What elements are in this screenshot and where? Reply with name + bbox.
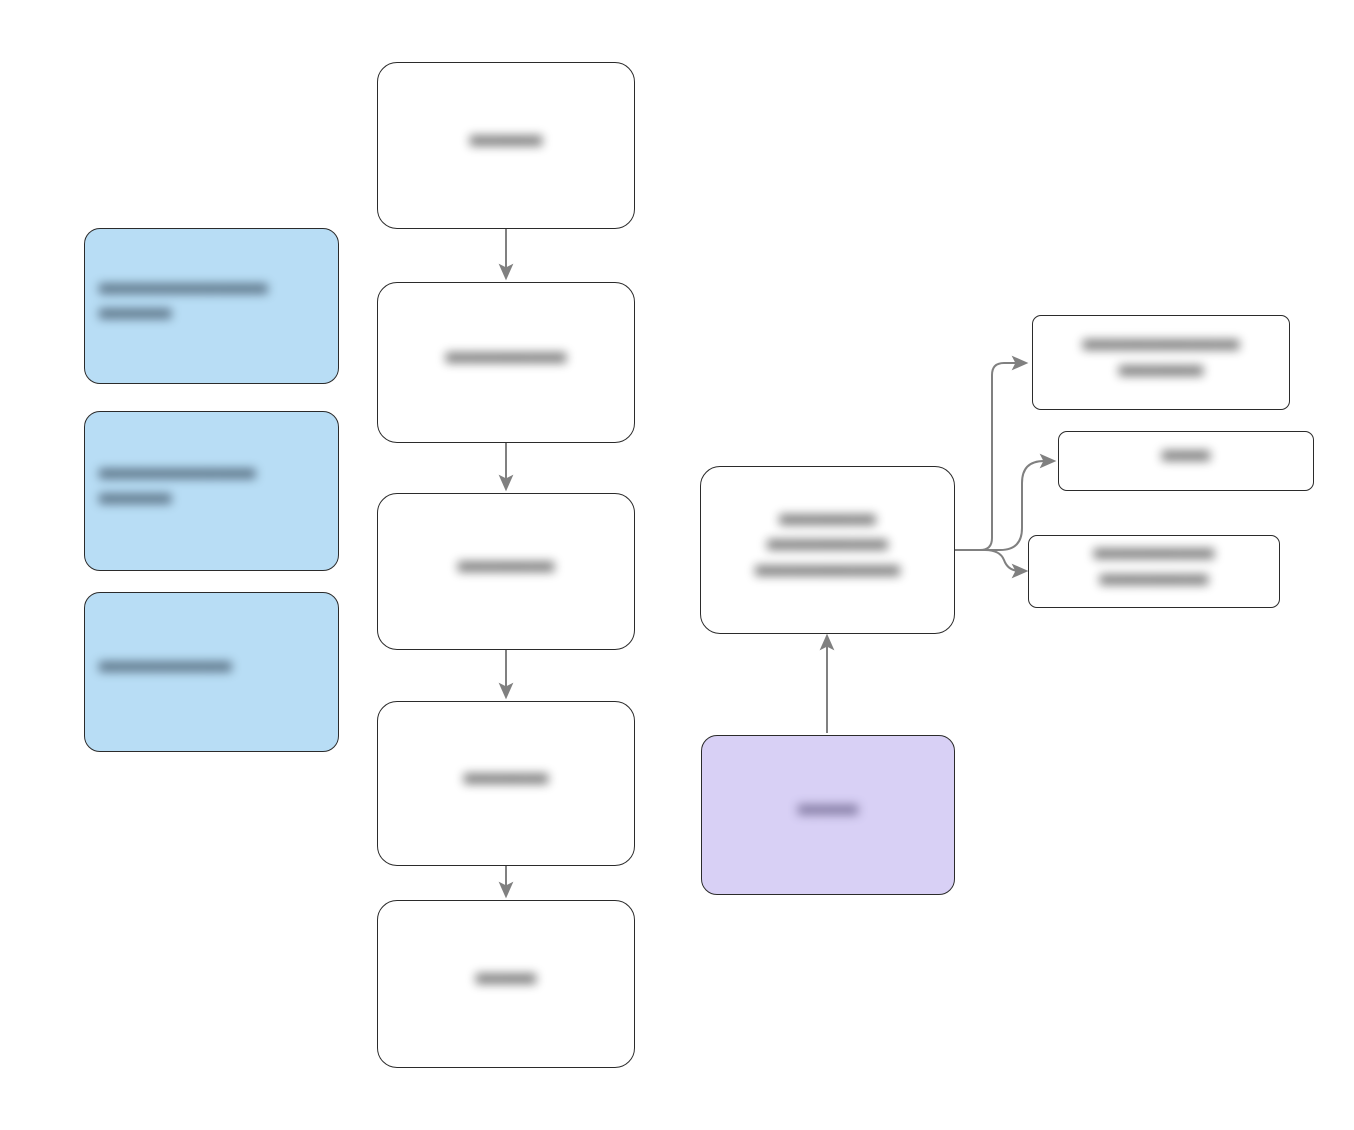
branch-node-1-label: ▀▀▀▀▀▀▀▀▀▀▀▀▀ ▀▀▀▀▀▀▀ <box>1082 340 1240 385</box>
blue-node-3-label: ▀▀▀▀▀▀▀▀▀▀▀ <box>99 662 232 682</box>
branch-node-1[interactable]: ▀▀▀▀▀▀▀▀▀▀▀▀▀ ▀▀▀▀▀▀▀ <box>1032 315 1290 410</box>
flow-node-1[interactable]: ▀▀▀▀▀▀ <box>377 62 635 229</box>
flow-node-2-label: ▀▀▀▀▀▀▀▀▀▀ <box>445 352 567 372</box>
flow-node-3[interactable]: ▀▀▀▀▀▀▀▀ <box>377 493 635 650</box>
blue-node-1-label: ▀▀▀▀▀▀▀▀▀▀▀▀▀▀ ▀▀▀▀▀▀ <box>99 283 268 329</box>
purple-source-node-label: ▀▀▀▀▀ <box>797 805 859 825</box>
flow-node-5[interactable]: ▀▀▀▀▀ <box>377 900 635 1068</box>
blue-node-2-label: ▀▀▀▀▀▀▀▀▀▀▀▀▀ ▀▀▀▀▀▀ <box>99 468 256 514</box>
flow-node-2[interactable]: ▀▀▀▀▀▀▀▀▀▀ <box>377 282 635 443</box>
branch-node-2[interactable]: ▀▀▀▀ <box>1058 431 1314 491</box>
flow-node-4-label: ▀▀▀▀▀▀▀ <box>463 773 549 793</box>
blue-node-2[interactable]: ▀▀▀▀▀▀▀▀▀▀▀▀▀ ▀▀▀▀▀▀ <box>84 411 339 571</box>
branch-node-2-label: ▀▀▀▀ <box>1161 451 1211 471</box>
blue-node-1[interactable]: ▀▀▀▀▀▀▀▀▀▀▀▀▀▀ ▀▀▀▀▀▀ <box>84 228 339 384</box>
edge-hub-branch-3 <box>955 549 1029 579</box>
edge-hub-branch-1 <box>955 355 1029 551</box>
purple-source-node[interactable]: ▀▀▀▀▀ <box>701 735 955 895</box>
blue-node-3[interactable]: ▀▀▀▀▀▀▀▀▀▀▀ <box>84 592 339 752</box>
hub-node[interactable]: ▀▀▀▀▀▀▀▀ ▀▀▀▀▀▀▀▀▀▀ ▀▀▀▀▀▀▀▀▀▀▀▀ <box>700 466 955 634</box>
flow-node-4[interactable]: ▀▀▀▀▀▀▀ <box>377 701 635 866</box>
hub-node-label: ▀▀▀▀▀▀▀▀ ▀▀▀▀▀▀▀▀▀▀ ▀▀▀▀▀▀▀▀▀▀▀▀ <box>755 514 900 585</box>
branch-node-3-label: ▀▀▀▀▀▀▀▀▀▀ ▀▀▀▀▀▀▀▀▀ <box>1093 549 1215 594</box>
flow-node-1-label: ▀▀▀▀▀▀ <box>469 135 543 155</box>
flow-node-5-label: ▀▀▀▀▀ <box>475 974 537 994</box>
flow-node-3-label: ▀▀▀▀▀▀▀▀ <box>457 561 555 581</box>
branch-node-3[interactable]: ▀▀▀▀▀▀▀▀▀▀ ▀▀▀▀▀▀▀▀▀ <box>1028 535 1280 608</box>
